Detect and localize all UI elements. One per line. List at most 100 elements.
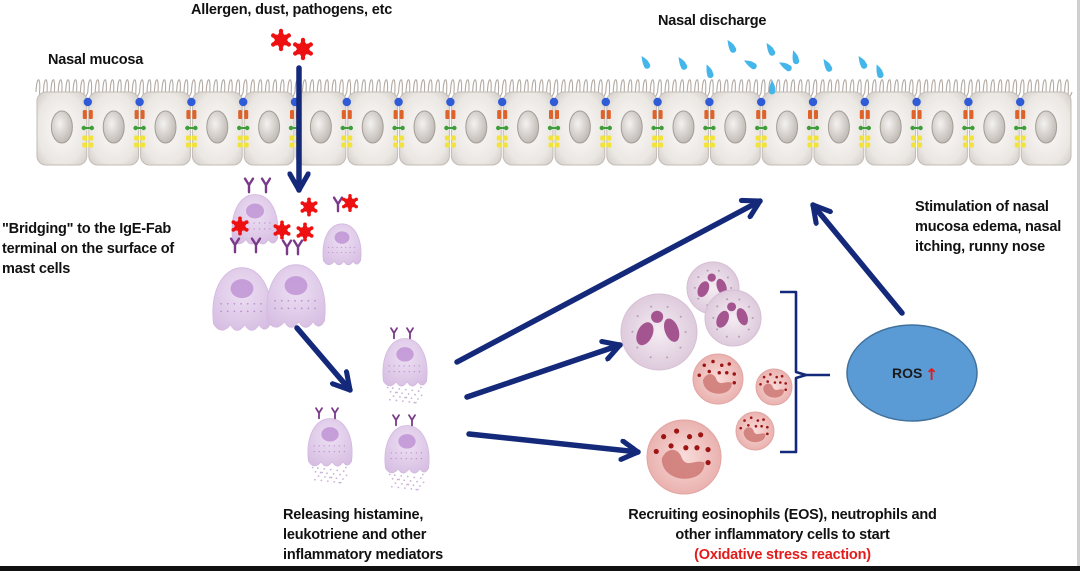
mast-cell-nucleus <box>230 279 254 299</box>
epithelial-nucleus <box>361 110 384 144</box>
released-mediator <box>416 480 418 483</box>
junction-protein-orange-icon <box>658 110 663 119</box>
junction-protein-blue-icon <box>135 97 144 107</box>
inflammatory-cells <box>620 261 793 495</box>
junction-protein-orange-icon <box>549 110 553 119</box>
junction-protein-yellow-icon <box>82 135 88 141</box>
bridging-label: "Bridging" to the IgE-Fab terminal on th… <box>2 219 174 279</box>
junction-protein-blue-icon <box>239 97 248 107</box>
junction-protein-blue-icon <box>705 97 714 107</box>
released-mediator <box>345 474 348 477</box>
released-mediator <box>396 478 399 481</box>
junction-protein-orange-icon <box>555 110 559 119</box>
released-mediator <box>406 475 409 478</box>
junction-protein-yellow-icon <box>347 135 353 141</box>
arrow-mediators-to-mucosa <box>454 201 763 365</box>
released-mediator <box>409 480 412 482</box>
junction-protein-orange-icon <box>814 110 818 119</box>
neutrophil-nucleus-lobe <box>716 310 729 328</box>
junction-protein-yellow-icon <box>243 142 249 148</box>
junction-protein-orange-icon <box>1021 110 1026 119</box>
junction-protein-yellow-icon <box>1020 135 1026 141</box>
junction-protein-orange-icon <box>756 110 761 119</box>
released-mediator <box>321 471 323 474</box>
eosinophil-granule <box>668 443 674 449</box>
junction-protein-yellow-icon <box>703 142 709 148</box>
junction-protein-blue-icon <box>83 97 93 107</box>
eosinophil-granule <box>766 425 769 429</box>
eosinophil-cell <box>735 411 775 451</box>
junction-protein-blue-icon <box>446 97 455 107</box>
released-mediator <box>319 471 322 474</box>
released-mediator <box>404 388 407 391</box>
junction-protein-yellow-icon <box>962 135 968 141</box>
ige-antibody-icon <box>260 177 272 194</box>
eosinophil-cell <box>646 419 722 495</box>
eosinophil-granule <box>739 426 743 430</box>
released-mediator <box>422 481 425 484</box>
junction-protein-yellow-icon <box>140 135 146 141</box>
released-mediator <box>316 467 319 470</box>
stimulation-line-1: Stimulation of nasal <box>915 199 1049 215</box>
eosinophil-nucleus <box>661 449 705 479</box>
junction-protein-yellow-icon <box>652 142 658 148</box>
allergen-icon <box>297 223 313 241</box>
junction-protein-yellow-icon <box>341 135 347 141</box>
epithelial-nucleus <box>413 110 436 144</box>
discharge-drop-icon <box>823 58 833 72</box>
eosinophil-granule <box>762 375 766 379</box>
discharge-drop-icon <box>727 39 737 53</box>
junction-protein-yellow-icon <box>393 142 399 148</box>
bottom-border <box>0 566 1080 571</box>
epithelial-nucleus <box>309 110 332 144</box>
discharge-drop-icon <box>678 56 688 70</box>
released-mediator <box>323 468 326 470</box>
nasal-mucosa-label: Nasal mucosa <box>48 52 144 68</box>
released-mediator <box>335 477 338 480</box>
released-mediator <box>398 388 401 390</box>
junction-protein-yellow-icon <box>813 135 819 141</box>
released-mediator <box>410 487 413 490</box>
eosinophil-granule <box>683 445 689 451</box>
junction-protein-yellow-icon <box>600 135 606 141</box>
junction-protein-yellow-icon <box>496 142 502 148</box>
eosinophil-nucleus <box>763 383 784 398</box>
junction-protein-orange-icon <box>865 110 870 119</box>
ige-antibody-icon <box>392 414 400 427</box>
recruiting-cells-label: Recruiting eosinophils (EOS), neutrophil… <box>600 505 965 565</box>
mast-cell-nucleus <box>284 276 308 296</box>
ige-antibody-icon <box>229 237 241 254</box>
discharge-drop-icon <box>766 42 776 56</box>
neutrophil-nucleus-lobe <box>716 278 727 295</box>
eosinophil-granule <box>760 424 763 428</box>
junction-protein-yellow-icon <box>755 135 761 141</box>
neutrophil-nucleus-lobe <box>697 281 710 298</box>
released-mediator <box>419 477 422 479</box>
junction-protein-yellow-icon <box>1014 142 1020 148</box>
junction-protein-orange-icon <box>244 110 249 119</box>
releasing-line-1: Releasing histamine, <box>283 507 424 523</box>
mast-cell-nucleus <box>334 231 350 244</box>
junction-protein-blue-icon <box>757 97 766 107</box>
epithelial-nucleus <box>50 110 73 144</box>
nasal-discharge-drops <box>641 39 884 95</box>
junction-protein-yellow-icon <box>807 142 813 148</box>
ros-ellipse <box>846 324 978 422</box>
released-mediator <box>401 400 404 403</box>
junction-protein-yellow-icon <box>496 135 502 141</box>
released-mediator <box>414 401 417 404</box>
junction-protein-yellow-icon <box>450 135 456 141</box>
junction-protein-orange-icon <box>808 110 812 119</box>
released-mediator <box>344 466 347 469</box>
junction-protein-orange-icon <box>969 110 974 119</box>
junction-protein-yellow-icon <box>444 142 450 148</box>
epithelial-nucleus <box>620 110 643 144</box>
eosinophil-granule <box>717 371 721 375</box>
junction-protein-yellow-icon <box>140 142 146 148</box>
neutrophil-nucleus-lobe <box>727 302 737 312</box>
ige-antibody-icon <box>315 407 323 420</box>
junction-protein-orange-icon <box>600 110 605 119</box>
released-mediator <box>390 485 393 488</box>
released-mediator <box>314 470 317 473</box>
eosinophil-granule <box>686 434 693 440</box>
